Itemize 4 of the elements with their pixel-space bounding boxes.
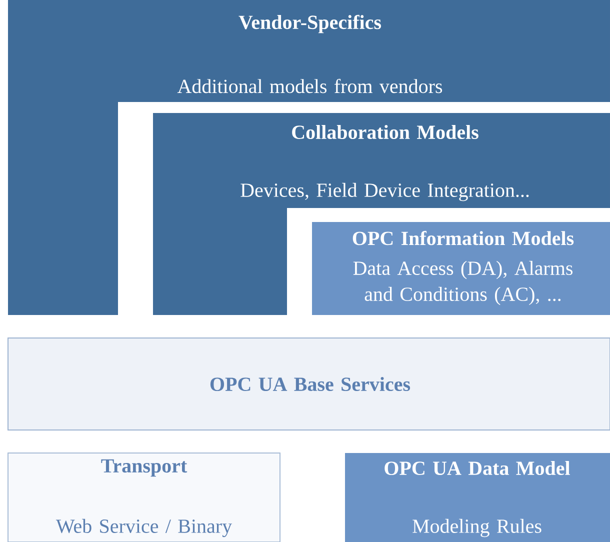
layer-box: Transport Web Service / Binary [8, 452, 280, 542]
layer-box: OPC UA Data Model Modeling Rules [345, 453, 610, 542]
layer-box: OPC Information Models Data Access (DA), Alarms and Conditions (AC), ... [312, 222, 610, 315]
layer-box: OPC UA Base Services [8, 338, 610, 430]
